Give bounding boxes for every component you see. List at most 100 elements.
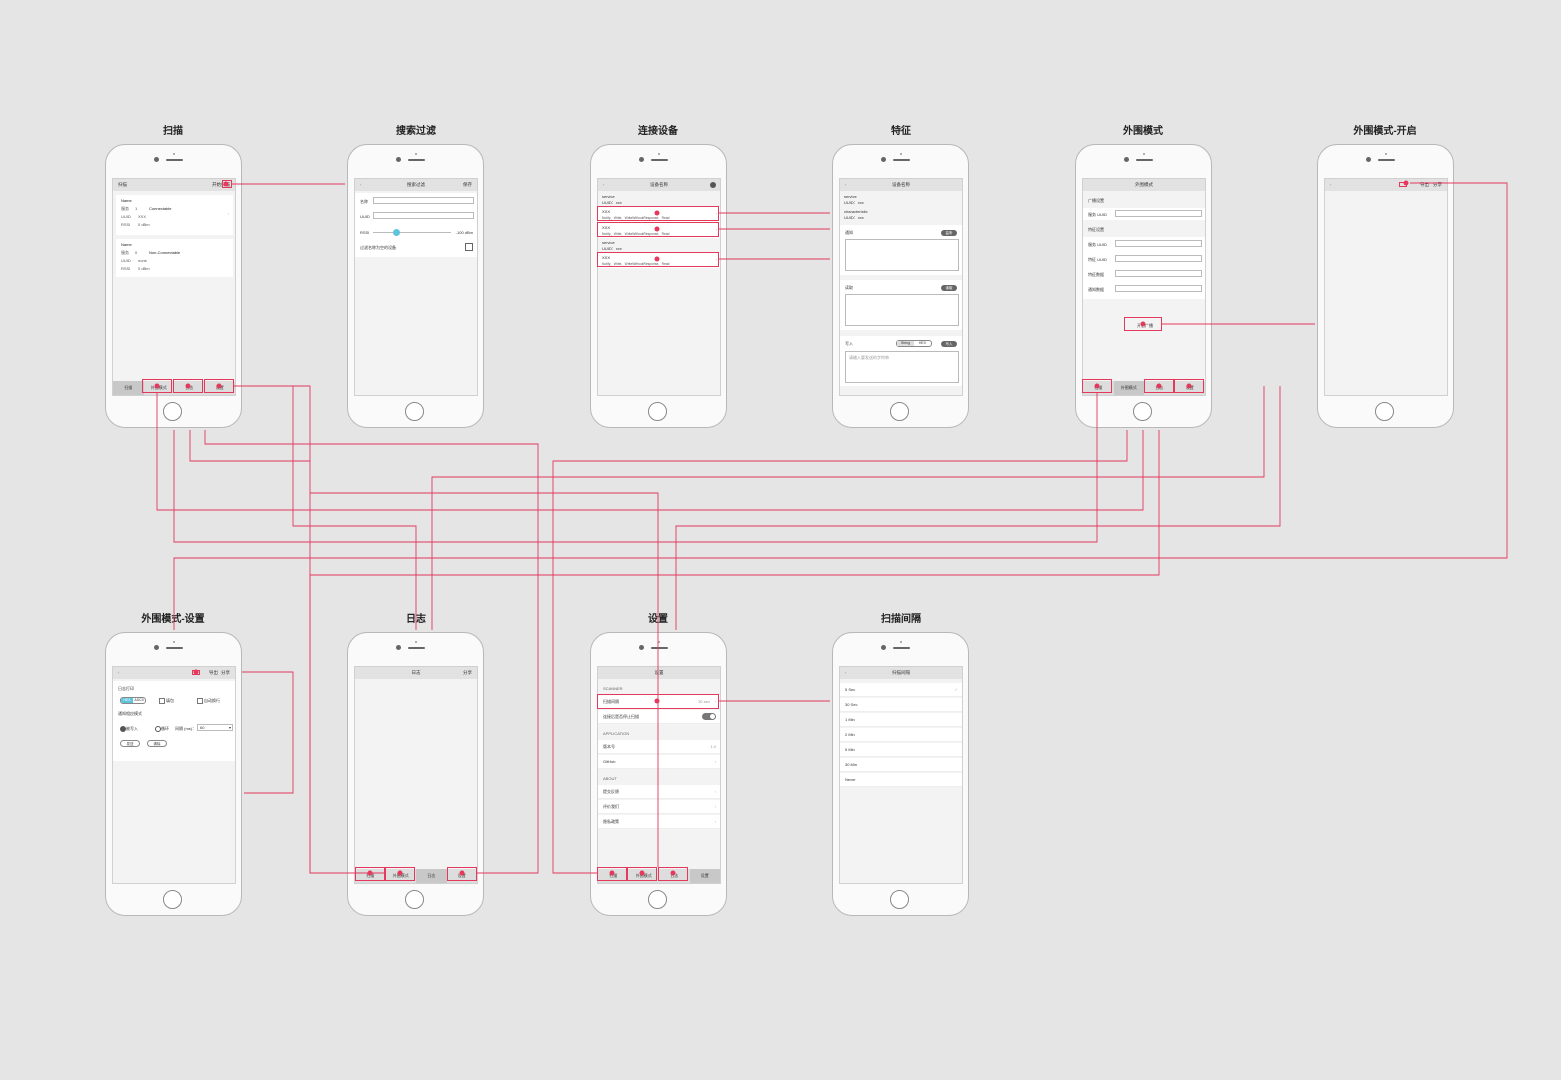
- notify-data-input[interactable]: [1115, 285, 1202, 292]
- encoding-ascii[interactable]: ASCII: [134, 698, 144, 702]
- option-label: 2 Min: [845, 732, 855, 737]
- device-service: 0: [135, 250, 138, 255]
- tab-scan[interactable]: 扫描: [113, 381, 144, 395]
- encoding-hex[interactable]: HEX: [121, 698, 133, 703]
- disconnect-icon[interactable]: [710, 182, 716, 188]
- save-button[interactable]: 保存: [463, 182, 472, 187]
- device-uuid: XXX: [138, 214, 147, 219]
- link-per-log: [431, 386, 1265, 630]
- char-props: Notify、Write、WriteWithoutResponse、Read: [602, 262, 670, 266]
- row-auto-stop[interactable]: 连接后是否停止扫描: [598, 710, 720, 724]
- log-screen: 日志 分享 扫描 外围模式 日志 设置: [354, 666, 478, 884]
- back-icon[interactable]: ‹: [845, 670, 847, 675]
- interval-option[interactable]: 30 Min: [840, 758, 962, 772]
- interval-select[interactable]: 60 ▾: [197, 724, 233, 731]
- export-button[interactable]: 导出: [209, 670, 218, 675]
- phone-connect: ‹ 设备名称 service UUID：xxx XXX Notify、Write…: [590, 144, 727, 428]
- rssi-label: RSSI: [360, 230, 370, 235]
- row-github[interactable]: GitHub ›: [598, 755, 720, 769]
- home-button: [163, 890, 182, 909]
- share-button[interactable]: 分享: [1433, 182, 1442, 187]
- write-button[interactable]: 写入: [941, 341, 957, 347]
- rssi-slider-knob[interactable]: [393, 229, 401, 236]
- tab-scan[interactable]: 扫描: [366, 873, 375, 878]
- nav-title: 搜索过滤: [407, 182, 425, 187]
- tab-scan[interactable]: 扫描: [609, 873, 618, 878]
- back-icon[interactable]: ‹: [603, 182, 605, 187]
- adv-uuid-input[interactable]: [1115, 210, 1202, 217]
- write-input[interactable]: 请输入要发送的字符串: [845, 351, 959, 383]
- back-icon[interactable]: ‹: [118, 670, 120, 675]
- interval-option[interactable]: 1 Min: [840, 713, 962, 727]
- name-input[interactable]: [373, 197, 474, 204]
- rssi-slider[interactable]: [373, 229, 451, 236]
- device-service-label: 服务: [121, 206, 129, 211]
- interval-option[interactable]: 5 Min: [840, 743, 962, 757]
- checkbox[interactable]: [197, 698, 203, 704]
- tab-peripheral[interactable]: 外围模式: [392, 873, 409, 878]
- chevron-right-icon: ›: [715, 227, 717, 232]
- char-data-input[interactable]: [1115, 270, 1202, 277]
- log-nav: 日志 分享: [355, 667, 477, 679]
- interval-option[interactable]: 30 Sec: [840, 698, 962, 712]
- device-card[interactable]: Name 服务 1 Connectable UUID XXX RSSI 0 dB…: [116, 195, 233, 235]
- interval-option[interactable]: 5 Sec ✓: [840, 683, 962, 697]
- notify-output: [845, 239, 959, 271]
- format-hex[interactable]: HEX: [918, 341, 927, 345]
- encoding-segment[interactable]: HEX ASCII: [120, 697, 146, 704]
- read-output: [845, 294, 959, 326]
- read-button[interactable]: 读取: [941, 285, 957, 291]
- filter-empty-checkbox[interactable]: [465, 243, 473, 251]
- tab-log[interactable]: 日志: [670, 873, 679, 878]
- char-uuid-input[interactable]: [1115, 255, 1202, 262]
- row-privacy[interactable]: 隐私政策 ›: [598, 815, 720, 829]
- row-label: 隐私政策: [603, 819, 619, 824]
- uuid-input[interactable]: [373, 212, 474, 219]
- home-button: [1375, 402, 1394, 421]
- back-icon[interactable]: ‹: [1330, 182, 1332, 187]
- char-props: Notify、Write、WriteWithoutResponse、Read: [602, 216, 670, 220]
- device-service-label: 服务: [121, 250, 129, 255]
- row-rate[interactable]: 评价我们 ›: [598, 800, 720, 814]
- radio[interactable]: [120, 726, 126, 732]
- interval-option[interactable]: Never: [840, 773, 962, 787]
- char-name: XXX: [602, 255, 611, 260]
- export-button[interactable]: 导出: [1420, 182, 1429, 187]
- device-card[interactable]: Name 服务 0 Non-Connectable UUID none RSSI…: [116, 239, 233, 277]
- listen-button[interactable]: 监听: [941, 230, 957, 236]
- device-name: Name: [121, 198, 132, 203]
- service-uuid-input[interactable]: [1115, 240, 1202, 247]
- start-scan-button[interactable]: 开始扫描: [212, 182, 230, 187]
- radio[interactable]: [155, 726, 161, 732]
- toggle-switch[interactable]: [702, 713, 716, 720]
- chevron-right-icon: ›: [715, 257, 717, 262]
- tab-settings[interactable]: 设置: [689, 869, 720, 883]
- share-button[interactable]: 分享: [463, 670, 472, 675]
- back-icon[interactable]: ‹: [845, 182, 847, 187]
- format-string[interactable]: String: [897, 341, 914, 346]
- checkbox[interactable]: [159, 698, 165, 704]
- checkmark-icon: ✓: [954, 687, 958, 692]
- tab-log[interactable]: 日志: [416, 869, 447, 883]
- device-rssi-label: RSSI: [121, 222, 131, 227]
- clear-button[interactable]: 清除: [147, 740, 167, 747]
- send-button[interactable]: 发送: [120, 740, 140, 747]
- link-per-settings: [675, 386, 1281, 630]
- option-label: 30 Min: [845, 762, 858, 767]
- notify-section: 通知相应模式: [118, 711, 142, 716]
- hotspot-tab: [385, 867, 415, 881]
- back-icon[interactable]: ‹: [360, 182, 362, 187]
- row-feedback[interactable]: 提交反馈 ›: [598, 785, 720, 799]
- chevron-right-icon: ›: [714, 789, 716, 794]
- link-log-scan: [204, 430, 539, 874]
- tab-settings[interactable]: 设置: [457, 873, 466, 878]
- home-button: [648, 402, 667, 421]
- format-segment[interactable]: String HEX: [896, 340, 932, 347]
- interval-option[interactable]: 2 Min: [840, 728, 962, 742]
- tab-peripheral[interactable]: 外围模式: [1113, 381, 1144, 395]
- tab-peripheral[interactable]: 外围模式: [635, 873, 652, 878]
- field-label: 服务 UUID: [1088, 242, 1107, 247]
- mode-label: 被写入: [126, 726, 138, 731]
- option-label: 5 Min: [845, 747, 855, 752]
- share-button[interactable]: 分享: [221, 670, 230, 675]
